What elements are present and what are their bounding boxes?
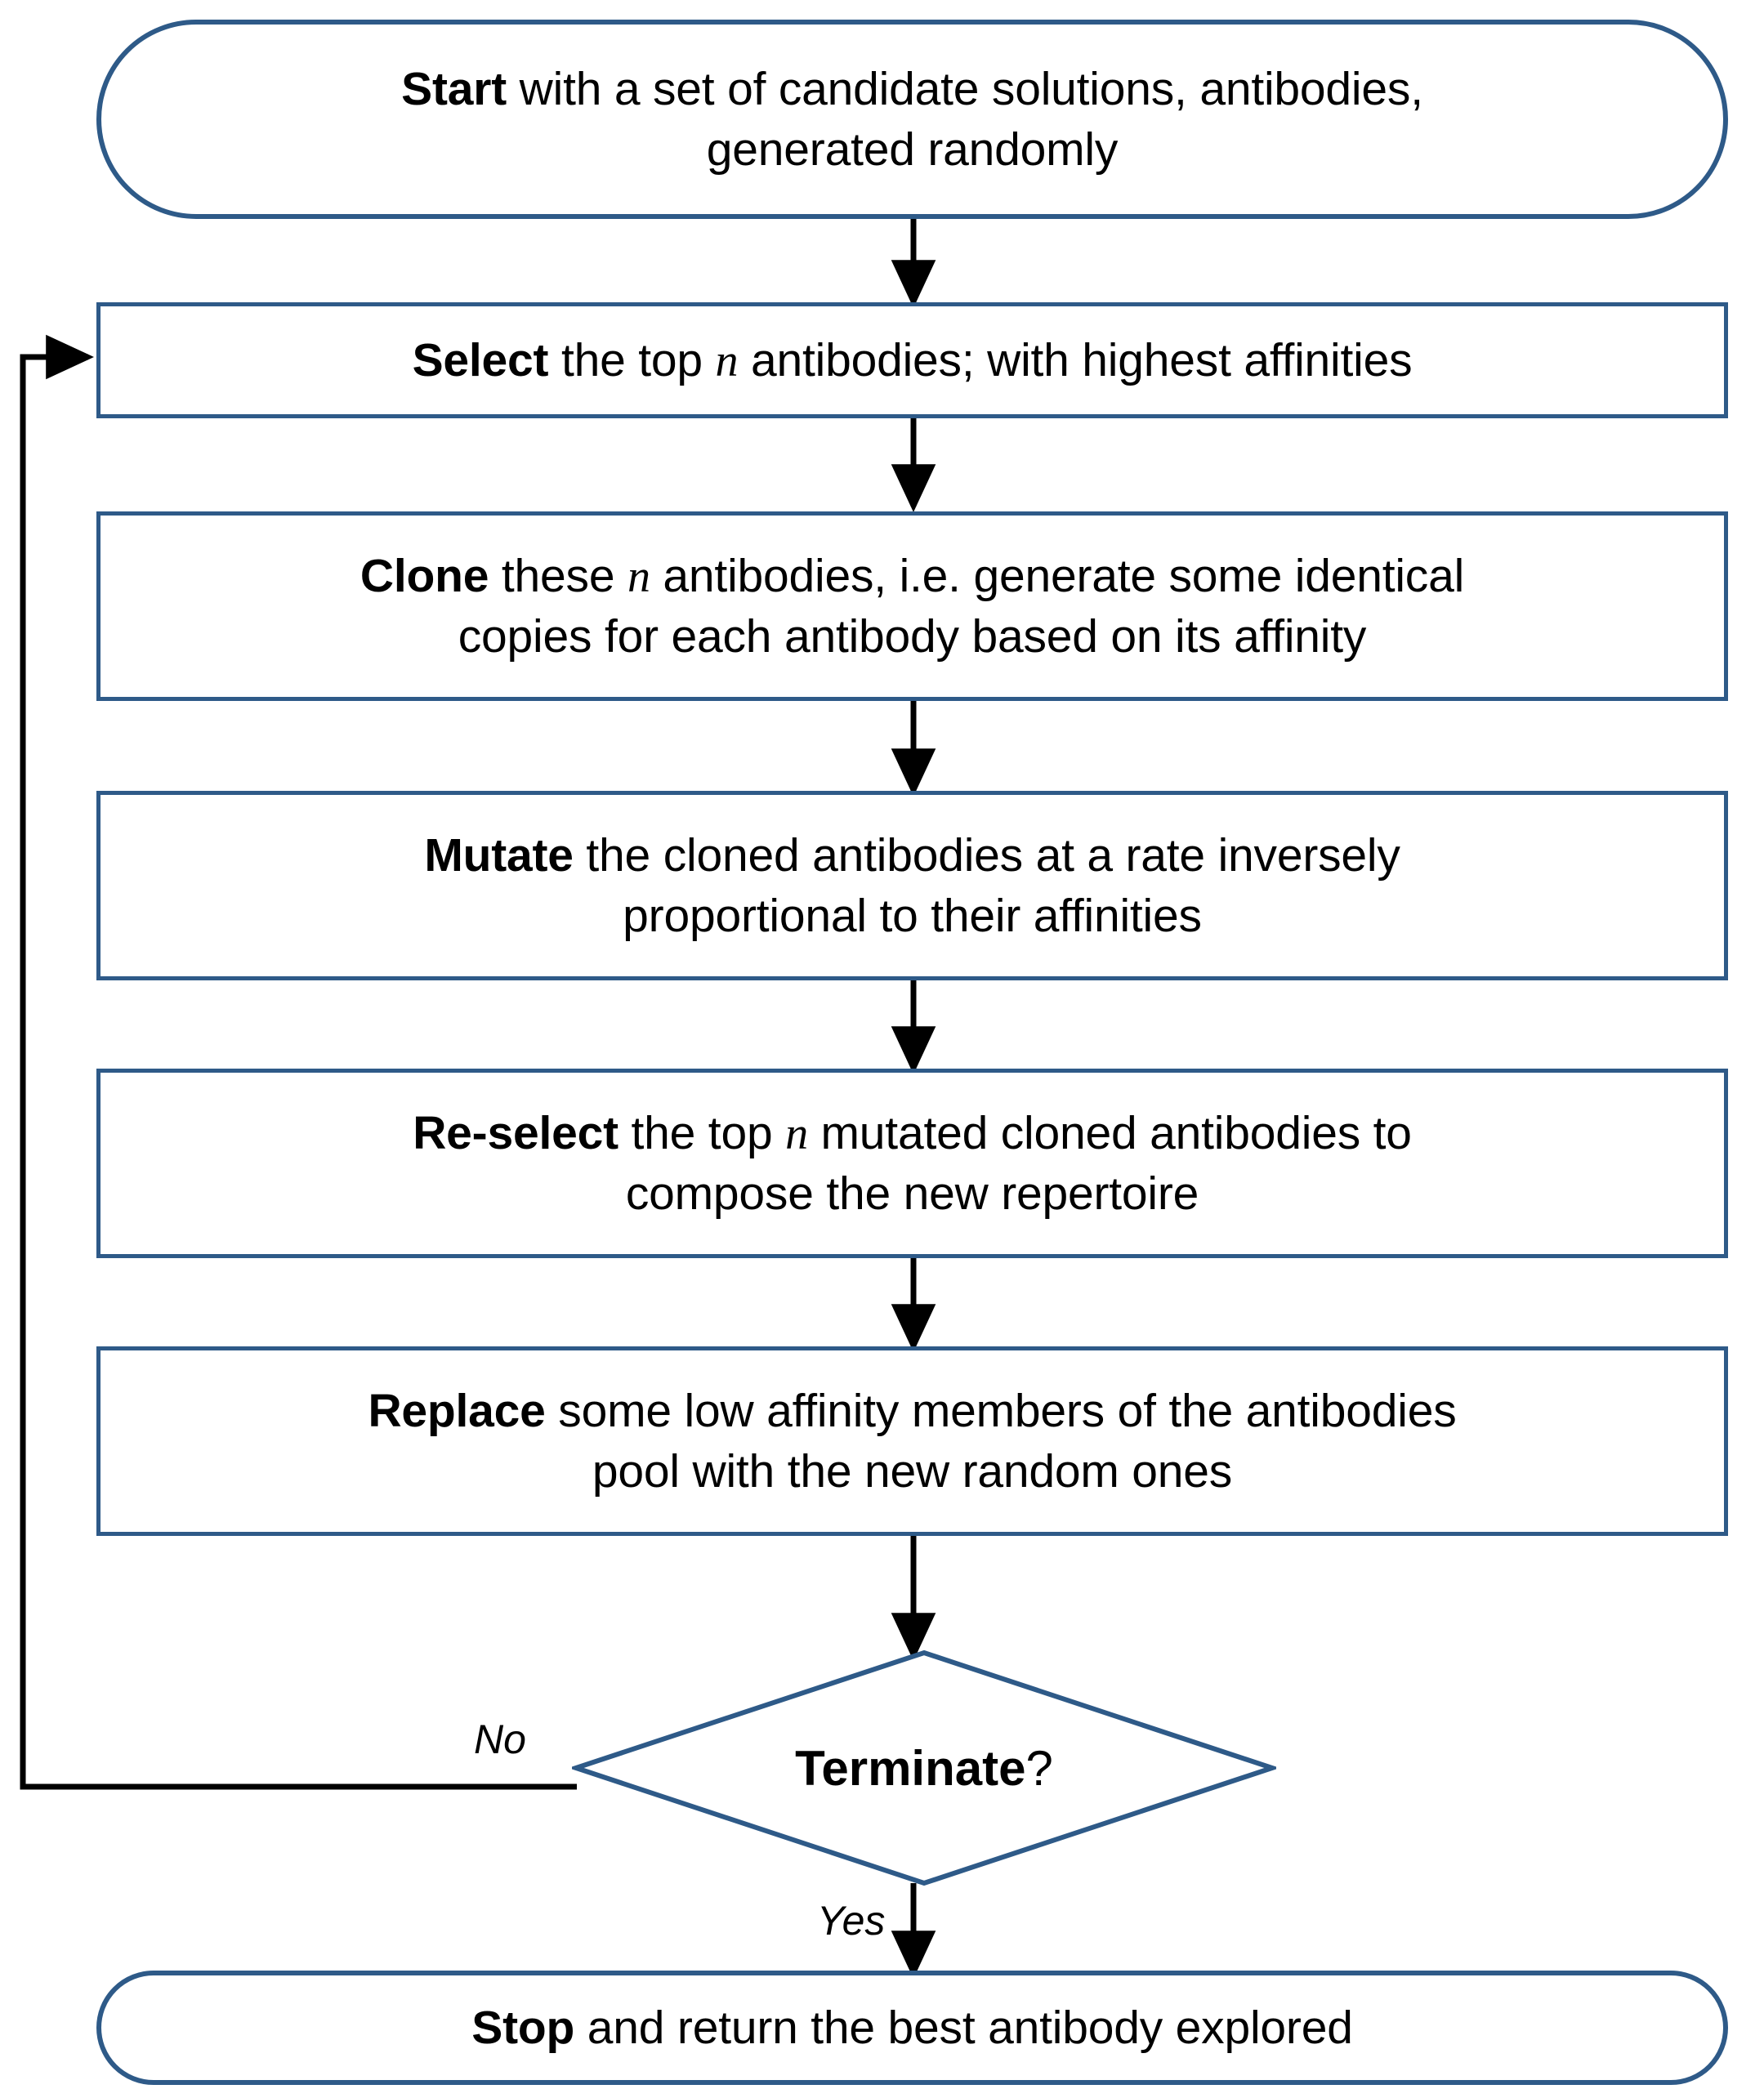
node-terminate[interactable]: Terminate? <box>572 1649 1276 1887</box>
node-clone-label: Clone these n antibodies, i.e. generate … <box>359 549 1465 663</box>
node-start-label: Start with a set of candidate solutions,… <box>401 62 1423 176</box>
node-mutate-label: Mutate the cloned antibodies at a rate i… <box>424 828 1400 942</box>
decision-diamond-shape <box>572 1649 1276 1886</box>
node-mutate[interactable]: Mutate the cloned antibodies at a rate i… <box>96 791 1728 980</box>
node-stop[interactable]: Stop and return the best antibody explor… <box>96 1971 1728 2085</box>
node-select[interactable]: Select the top n antibodies; with highes… <box>96 302 1728 418</box>
node-replace[interactable]: Replace some low affinity members of the… <box>96 1346 1728 1536</box>
node-clone[interactable]: Clone these n antibodies, i.e. generate … <box>96 511 1728 701</box>
edge-label-no: No <box>474 1716 526 1762</box>
node-reselect-label: Re-select the top n mutated cloned antib… <box>413 1106 1412 1221</box>
node-start[interactable]: Start with a set of candidate solutions,… <box>96 20 1728 219</box>
edge-label-yes: Yes <box>817 1898 886 1944</box>
node-select-label: Select the top n antibodies; with highes… <box>412 333 1413 386</box>
edge-terminate-no-feedback <box>20 334 577 1790</box>
node-replace-label: Replace some low affinity members of the… <box>368 1384 1457 1498</box>
node-stop-label: Stop and return the best antibody explor… <box>471 2001 1353 2054</box>
node-reselect[interactable]: Re-select the top n mutated cloned antib… <box>96 1069 1728 1258</box>
